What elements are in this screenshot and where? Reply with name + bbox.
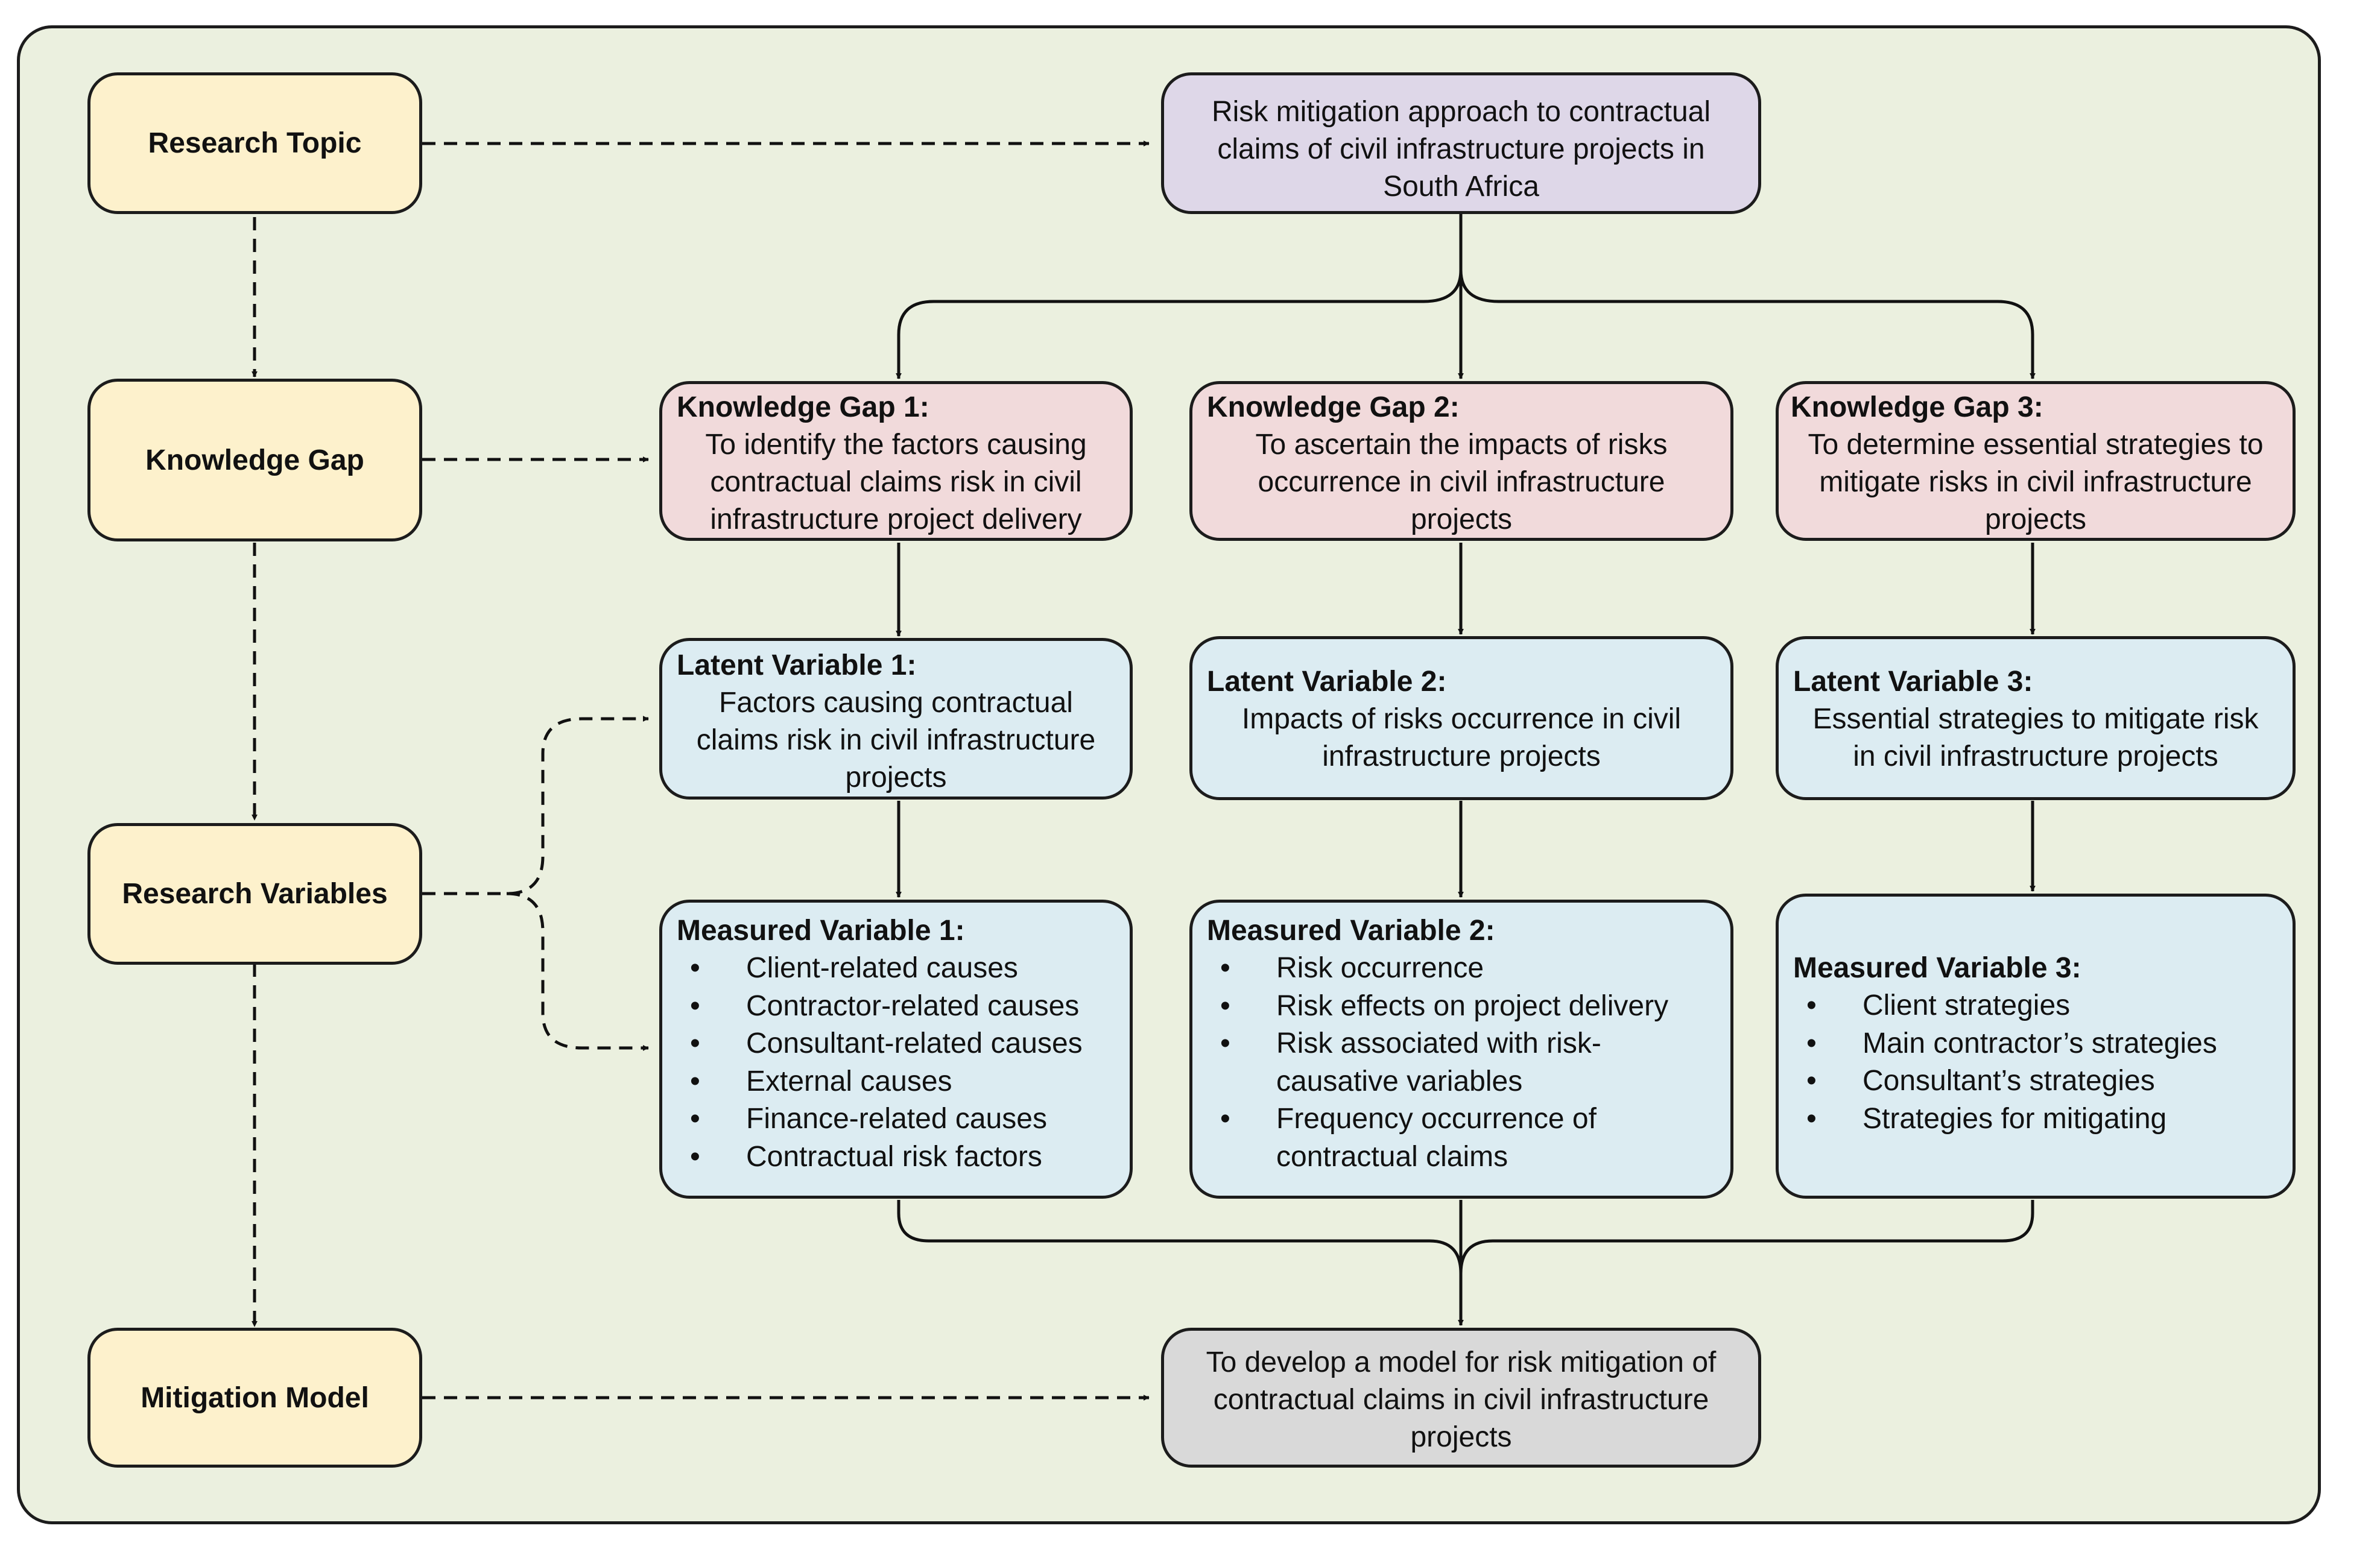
merge-measured1 bbox=[897, 1200, 1463, 1274]
knowledge-gap-3-box: Knowledge Gap 3: To determine essential … bbox=[1776, 381, 2296, 541]
arrow-topic-to-gap3 bbox=[1459, 270, 2036, 379]
mitigation-model-box: To develop a model for risk mitigation o… bbox=[1161, 1328, 1761, 1468]
measured-variable-2-title: Measured Variable 2: bbox=[1207, 915, 1495, 947]
latent-variable-2-text: Impacts of risks occurrence in civil inf… bbox=[1241, 703, 1682, 772]
measured-variable-1-list: Client-related causes Contractor-related… bbox=[677, 950, 1116, 1176]
arrow-topic-to-gap1 bbox=[896, 270, 1463, 379]
latent-variable-3-box: Latent Variable 3: Essential strategies … bbox=[1776, 636, 2296, 800]
measured-variable-2-box: Measured Variable 2: Risk occurrence Ris… bbox=[1189, 900, 1733, 1199]
knowledge-gap-label: Knowledge Gap bbox=[87, 379, 422, 541]
research-topic-label: Research Topic bbox=[87, 72, 422, 214]
mitigation-model-statement: To develop a model for risk mitigation o… bbox=[1206, 1346, 1717, 1453]
latent-variable-1-text: Factors causing contractual claims risk … bbox=[696, 687, 1096, 794]
latent-variable-1-title: Latent Variable 1: bbox=[677, 649, 917, 681]
knowledge-gap-2-title: Knowledge Gap 2: bbox=[1207, 391, 1460, 423]
list-item: External causes bbox=[677, 1063, 1116, 1101]
measured-variable-3-list: Client strategies Main contractor’s stra… bbox=[1793, 987, 2279, 1138]
latent-variable-2-box: Latent Variable 2: Impacts of risks occu… bbox=[1189, 636, 1733, 800]
arrow-variables-to-measured-dashed bbox=[506, 892, 649, 1051]
list-item: Risk effects on project delivery bbox=[1207, 988, 1675, 1026]
knowledge-gap-text: Knowledge Gap bbox=[145, 444, 364, 476]
list-item: Consultant-related causes bbox=[677, 1025, 1116, 1063]
list-item: Frequency occurrence of contractual clai… bbox=[1207, 1100, 1675, 1176]
mitigation-model-text: Mitigation Model bbox=[141, 1381, 369, 1414]
list-item: Client-related causes bbox=[677, 950, 1116, 988]
knowledge-gap-3-text: To determine essential strategies to mit… bbox=[1808, 429, 2264, 535]
research-topic-statement: Risk mitigation approach to contractual … bbox=[1211, 96, 1711, 203]
measured-variable-1-box: Measured Variable 1: Client-related caus… bbox=[659, 900, 1133, 1199]
merge-measured3 bbox=[1459, 1200, 2034, 1274]
arrow-variables-to-latent-dashed bbox=[422, 716, 649, 895]
latent-variable-1-box: Latent Variable 1: Factors causing contr… bbox=[659, 638, 1133, 800]
measured-variable-1-title: Measured Variable 1: bbox=[677, 915, 965, 947]
knowledge-gap-1-text: To identify the factors causing contract… bbox=[705, 429, 1087, 535]
list-item: Finance-related causes bbox=[677, 1100, 1116, 1138]
list-item: Strategies for mitigating bbox=[1793, 1100, 2279, 1138]
mitigation-model-label: Mitigation Model bbox=[87, 1328, 422, 1468]
list-item: Contractor-related causes bbox=[677, 988, 1116, 1026]
list-item: Client strategies bbox=[1793, 987, 2279, 1025]
research-variables-text: Research Variables bbox=[122, 878, 388, 910]
measured-variable-3-box: Measured Variable 3: Client strategies M… bbox=[1776, 894, 2296, 1199]
knowledge-gap-2-box: Knowledge Gap 2: To ascertain the impact… bbox=[1189, 381, 1733, 541]
latent-variable-2-title: Latent Variable 2: bbox=[1207, 666, 1447, 698]
list-item: Contractual risk factors bbox=[677, 1138, 1116, 1176]
list-item: Main contractor’s strategies bbox=[1793, 1025, 2279, 1063]
measured-variable-2-list: Risk occurrence Risk effects on project … bbox=[1207, 950, 1717, 1176]
measured-variable-3-title: Measured Variable 3: bbox=[1793, 952, 2081, 984]
knowledge-gap-1-title: Knowledge Gap 1: bbox=[677, 391, 929, 423]
latent-variable-3-title: Latent Variable 3: bbox=[1793, 666, 2033, 698]
list-item: Consultant’s strategies bbox=[1793, 1062, 2279, 1100]
list-item: Risk associated with risk-causative vari… bbox=[1207, 1025, 1675, 1100]
research-topic-text: Research Topic bbox=[148, 127, 362, 159]
research-topic-box: Risk mitigation approach to contractual … bbox=[1161, 72, 1761, 214]
list-item: Risk occurrence bbox=[1207, 950, 1675, 988]
knowledge-gap-1-box: Knowledge Gap 1: To identify the factors… bbox=[659, 381, 1133, 541]
knowledge-gap-2-text: To ascertain the impacts of risks occurr… bbox=[1255, 429, 1668, 535]
latent-variable-3-text: Essential strategies to mitigate risk in… bbox=[1812, 703, 2259, 772]
knowledge-gap-3-title: Knowledge Gap 3: bbox=[1791, 391, 2043, 423]
research-variables-label: Research Variables bbox=[87, 823, 422, 965]
